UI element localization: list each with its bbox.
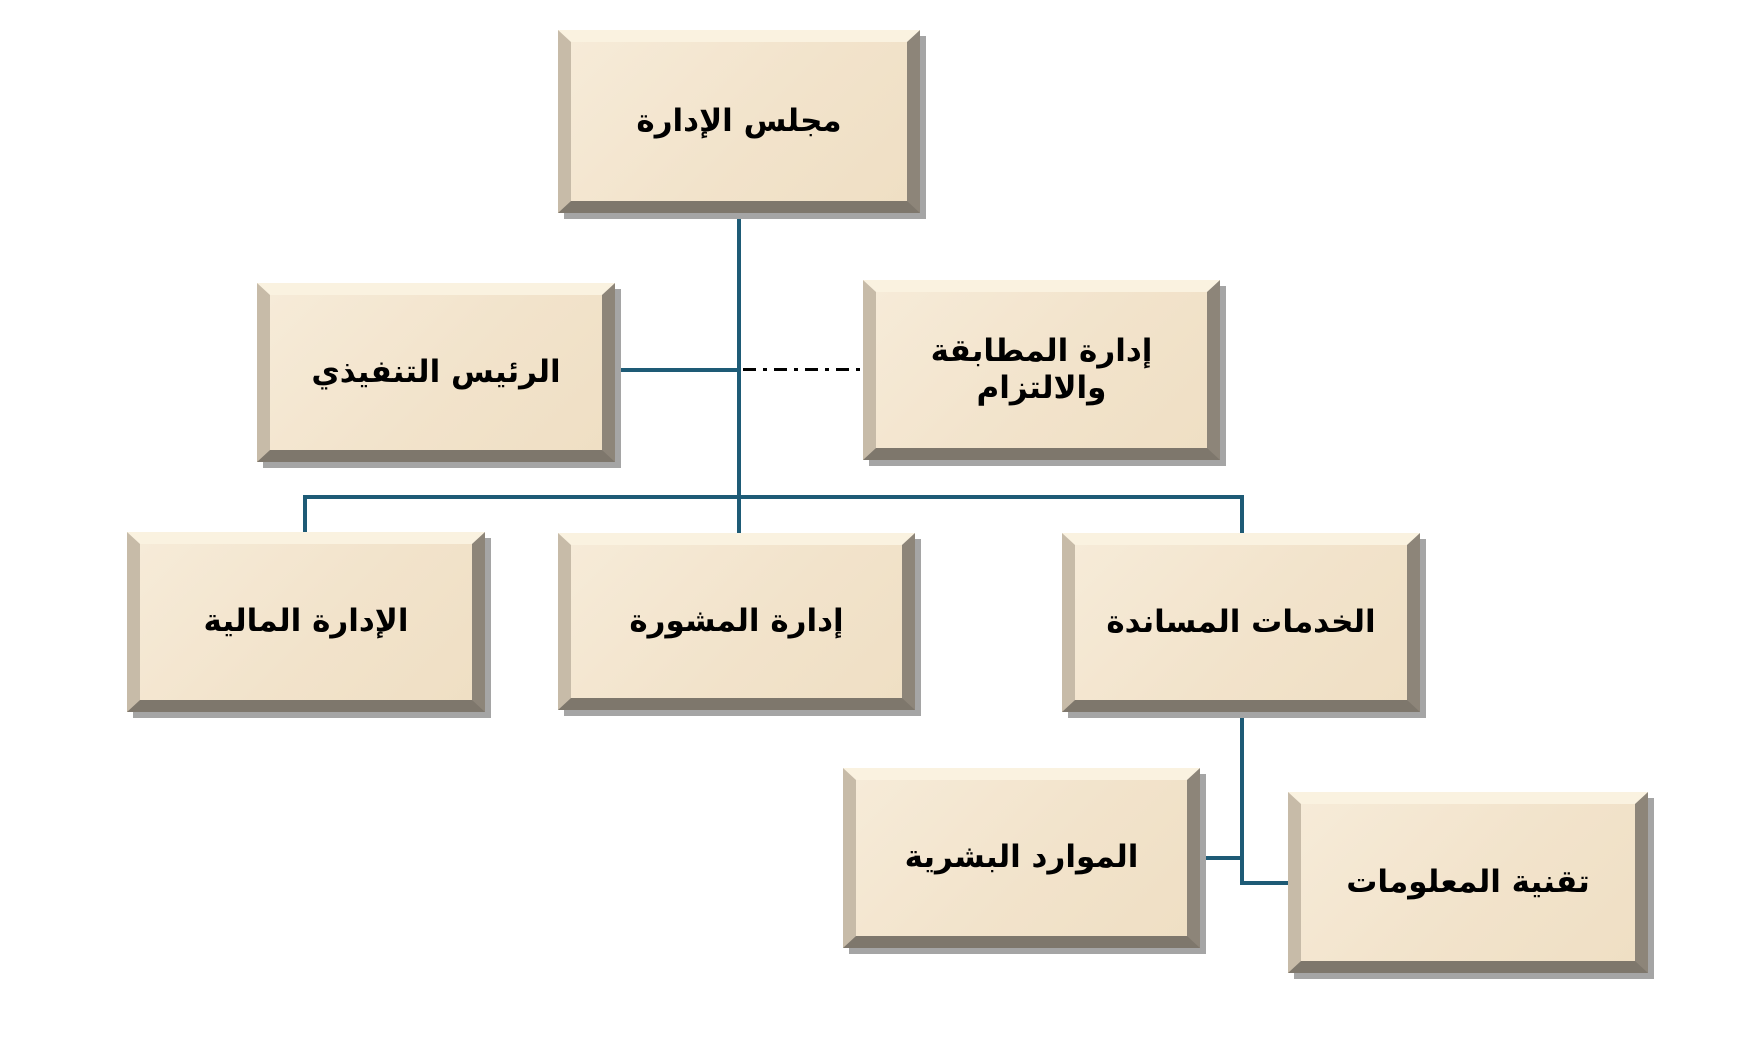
org-node-advisory: إدارة المشورة bbox=[558, 533, 915, 710]
org-node-finance: الإدارة المالية bbox=[127, 532, 485, 712]
org-node-ceo: الرئيس التنفيذي bbox=[257, 283, 615, 462]
org-node-label: تقنية المعلومات bbox=[1346, 863, 1590, 900]
connector-drop-finance bbox=[303, 495, 307, 535]
org-node-label: إدارة المشورة bbox=[629, 602, 844, 639]
connector-board-stem bbox=[737, 210, 741, 535]
connector-support-stem bbox=[1240, 710, 1244, 885]
org-node-label: إدارة المطابقة والالتزام bbox=[930, 332, 1153, 406]
connector-compliance-dashdot bbox=[743, 368, 863, 371]
org-node-label: الموارد البشرية bbox=[904, 839, 1139, 876]
org-node-it: تقنية المعلومات bbox=[1288, 792, 1648, 973]
org-node-label: الإدارة المالية bbox=[203, 603, 409, 640]
org-node-board: مجلس الإدارة bbox=[558, 30, 920, 213]
org-node-label: مجلس الإدارة bbox=[636, 102, 842, 139]
org-node-support: الخدمات المساندة bbox=[1062, 533, 1420, 712]
org-node-label: الرئيس التنفيذي bbox=[311, 353, 561, 390]
connector-ceo-line bbox=[613, 368, 739, 372]
org-node-hr: الموارد البشرية bbox=[843, 768, 1200, 948]
org-node-compliance: إدارة المطابقة والالتزام bbox=[863, 280, 1220, 460]
connector-hr-line bbox=[1198, 856, 1242, 860]
connector-row3-bus bbox=[303, 495, 1244, 499]
connector-drop-support bbox=[1240, 495, 1244, 535]
org-node-label: الخدمات المساندة bbox=[1106, 603, 1376, 640]
connector-it-line bbox=[1242, 881, 1292, 885]
